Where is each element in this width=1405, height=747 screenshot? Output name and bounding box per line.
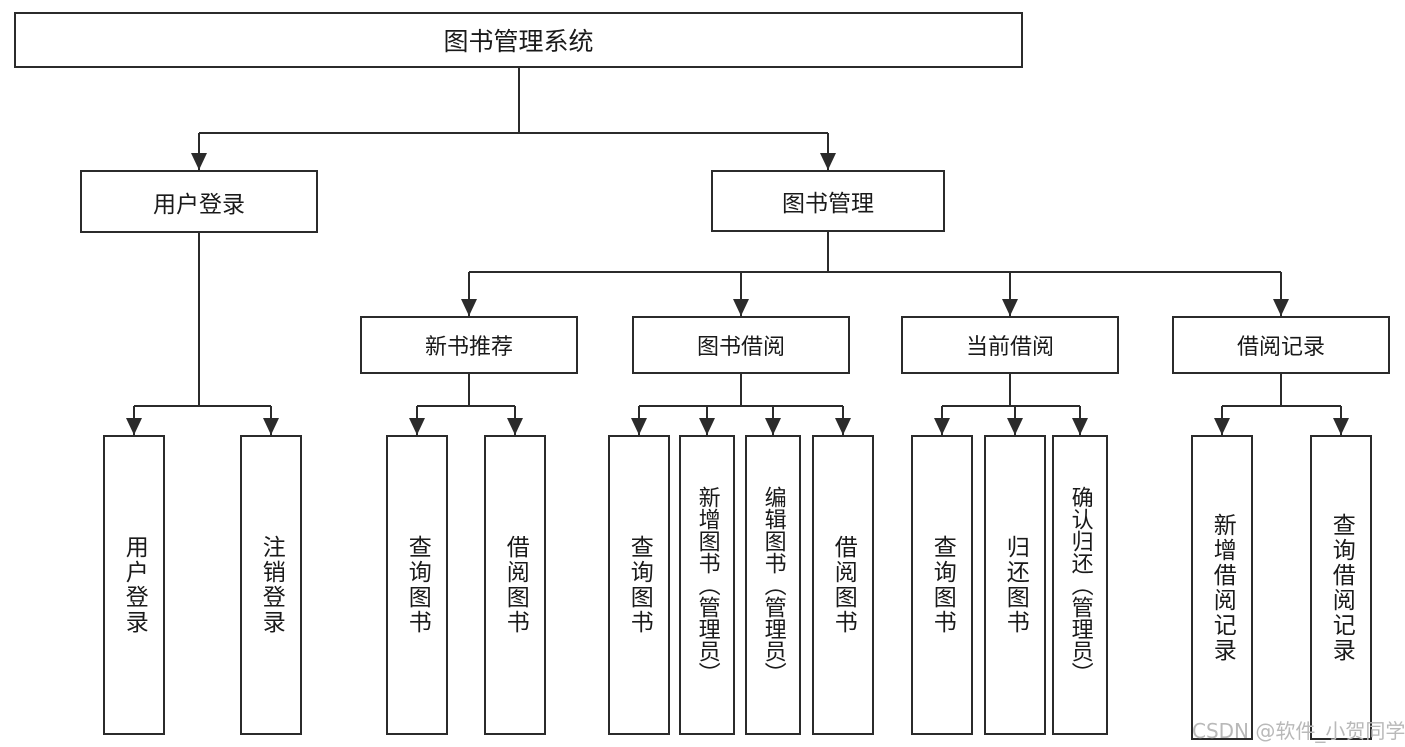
arrowhead-icon — [126, 418, 142, 435]
connector-drop — [740, 272, 742, 316]
node-leaf-query-book-borrow[interactable]: 查询图书 — [608, 435, 670, 735]
arrowhead-icon — [820, 153, 836, 170]
connector-stem — [517, 68, 520, 133]
connector-stem — [468, 374, 470, 406]
connector-stem — [827, 232, 829, 272]
node-leaf-query-book-recommend[interactable]: 查询图书 — [386, 435, 448, 735]
arrowhead-icon — [765, 418, 781, 435]
node-label: 图书管理 — [782, 191, 874, 217]
node-current-borrow[interactable]: 当前借阅 — [901, 316, 1119, 374]
arrowhead-icon — [461, 299, 477, 316]
node-leaf-user-logout[interactable]: 注销登录 — [240, 435, 302, 735]
node-label: 查询借阅记录 — [1328, 512, 1355, 663]
node-leaf-return-book[interactable]: 归还图书 — [984, 435, 1046, 735]
node-book-borrow[interactable]: 图书借阅 — [632, 316, 850, 374]
connector-drop — [468, 272, 470, 316]
node-leaf-borrow-book[interactable]: 借阅图书 — [812, 435, 874, 735]
connector-bus — [639, 405, 843, 407]
connector-bus — [134, 405, 271, 407]
node-leaf-add-book-admin[interactable]: 新增图书（管理员） — [679, 435, 735, 735]
node-borrow-record[interactable]: 借阅记录 — [1172, 316, 1390, 374]
arrowhead-icon — [1333, 418, 1349, 435]
arrowhead-icon — [191, 153, 207, 170]
node-label: 用户登录 — [121, 535, 148, 635]
connector-bus — [199, 132, 828, 134]
connector-drop — [1009, 272, 1011, 316]
node-root[interactable]: 图书管理系统 — [14, 12, 1023, 68]
arrowhead-icon — [409, 418, 425, 435]
arrowhead-icon — [835, 418, 851, 435]
node-label: 新增图书（管理员） — [694, 486, 720, 684]
node-label: 注销登录 — [258, 535, 285, 635]
node-user-login[interactable]: 用户登录 — [80, 170, 318, 233]
arrowhead-icon — [733, 299, 749, 316]
node-label: 借阅图书 — [502, 535, 529, 635]
node-label: 查询图书 — [626, 535, 653, 635]
node-label: 借阅记录 — [1236, 335, 1325, 360]
connector-drop — [1280, 272, 1282, 316]
connector-bus — [942, 405, 1080, 407]
node-leaf-edit-book-admin[interactable]: 编辑图书（管理员） — [745, 435, 801, 735]
arrowhead-icon — [699, 418, 715, 435]
arrowhead-icon — [507, 418, 523, 435]
node-leaf-query-borrow-record[interactable]: 查询借阅记录 — [1310, 435, 1372, 740]
arrowhead-icon — [934, 418, 950, 435]
node-label: 当前借阅 — [965, 335, 1054, 360]
connector-stem — [198, 233, 200, 406]
node-leaf-query-book-current[interactable]: 查询图书 — [911, 435, 973, 735]
connector-drop — [198, 133, 200, 170]
node-label: 图书管理系统 — [443, 27, 594, 56]
node-book-manage[interactable]: 图书管理 — [711, 170, 945, 232]
node-label: 借阅图书 — [830, 535, 857, 635]
arrowhead-icon — [1072, 418, 1088, 435]
node-leaf-confirm-return-admin[interactable]: 确认归还（管理员） — [1052, 435, 1108, 735]
connector-bus — [469, 271, 1281, 273]
node-label: 新增借阅记录 — [1209, 512, 1236, 663]
node-leaf-borrow-book-recommend[interactable]: 借阅图书 — [484, 435, 546, 735]
node-label: 新书推荐 — [424, 335, 513, 360]
node-label: 确认归还（管理员） — [1067, 486, 1093, 684]
node-leaf-add-borrow-record[interactable]: 新增借阅记录 — [1191, 435, 1253, 740]
connector-stem — [740, 374, 742, 406]
connector-bus — [1222, 405, 1341, 407]
connector-drop — [827, 133, 829, 170]
node-label: 编辑图书（管理员） — [760, 486, 786, 684]
arrowhead-icon — [1214, 418, 1230, 435]
connector-bus — [417, 405, 515, 407]
node-label: 查询图书 — [929, 535, 956, 635]
arrowhead-icon — [263, 418, 279, 435]
node-label: 归还图书 — [1002, 535, 1029, 635]
node-label: 用户登录 — [153, 191, 245, 218]
node-label: 图书借阅 — [696, 335, 785, 360]
arrowhead-icon — [631, 418, 647, 435]
node-label: 查询图书 — [404, 535, 431, 635]
connector-stem — [1280, 374, 1282, 406]
arrowhead-icon — [1273, 299, 1289, 316]
arrowhead-icon — [1002, 299, 1018, 316]
arrowhead-icon — [1007, 418, 1023, 435]
connector-stem — [1009, 374, 1011, 406]
node-new-book-recommend[interactable]: 新书推荐 — [360, 316, 578, 374]
node-leaf-user-login[interactable]: 用户登录 — [103, 435, 165, 735]
